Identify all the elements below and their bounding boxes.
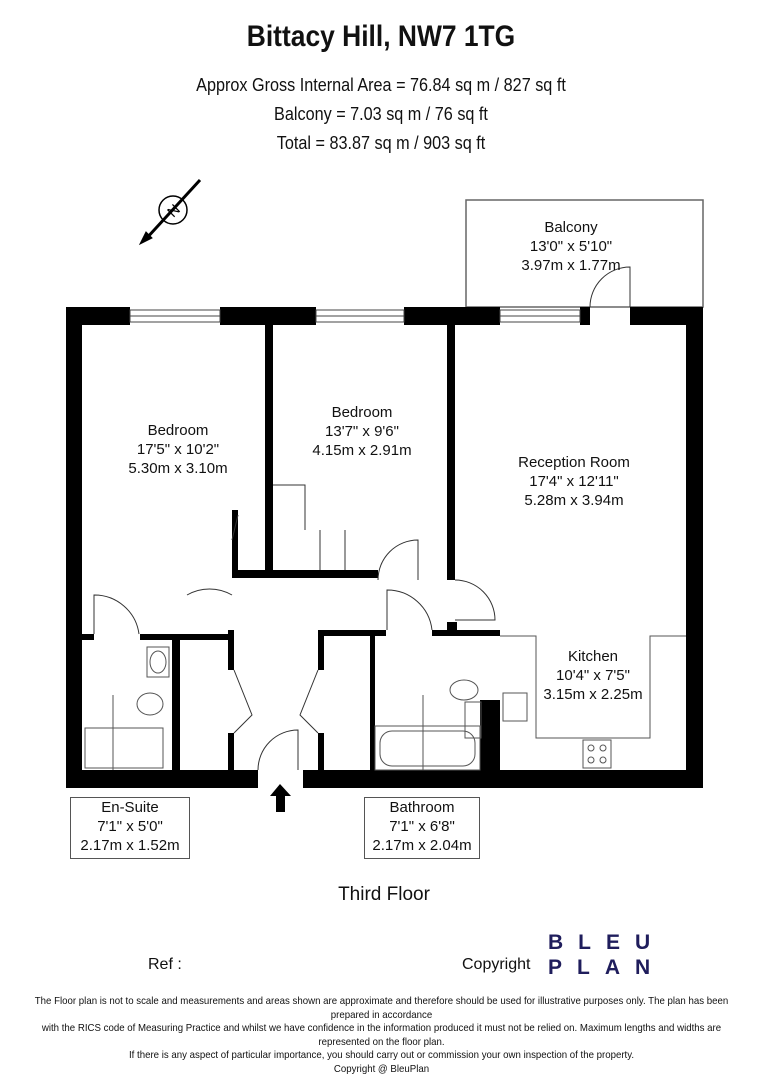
gross-internal-area: Approx Gross Internal Area = 76.84 sq m … xyxy=(196,75,566,95)
fixtures xyxy=(84,635,686,771)
entrance-arrow-icon xyxy=(270,784,291,812)
bath-icon xyxy=(374,725,481,771)
ensuite-toilet-icon xyxy=(136,692,164,716)
windows xyxy=(129,309,581,323)
sink-icon xyxy=(502,692,528,722)
bathroom-basin-icon xyxy=(464,701,482,739)
interior-walls xyxy=(82,325,500,770)
ref-label: Ref : xyxy=(148,956,182,973)
kitchen-counter xyxy=(500,635,686,739)
total-area: Total = 83.87 sq m / 903 sq ft xyxy=(276,133,486,153)
disclaimer: The Floor plan is not to scale and measu… xyxy=(34,995,729,1075)
copyright-label: Copyright xyxy=(462,956,531,973)
outer-walls xyxy=(66,307,703,788)
shower-tray-icon xyxy=(84,727,164,769)
page-title: Bittacy Hill, NW7 1TG xyxy=(246,20,516,53)
bathroom-toilet-icon xyxy=(449,679,479,701)
north-arrow-icon: N xyxy=(138,178,202,246)
balcony-area: Balcony = 7.03 sq m / 76 sq ft xyxy=(274,104,488,124)
floor-label: Third Floor xyxy=(338,884,430,905)
doors xyxy=(93,266,631,771)
hob-icon xyxy=(582,739,612,769)
ensuite-basin-icon xyxy=(146,646,170,678)
